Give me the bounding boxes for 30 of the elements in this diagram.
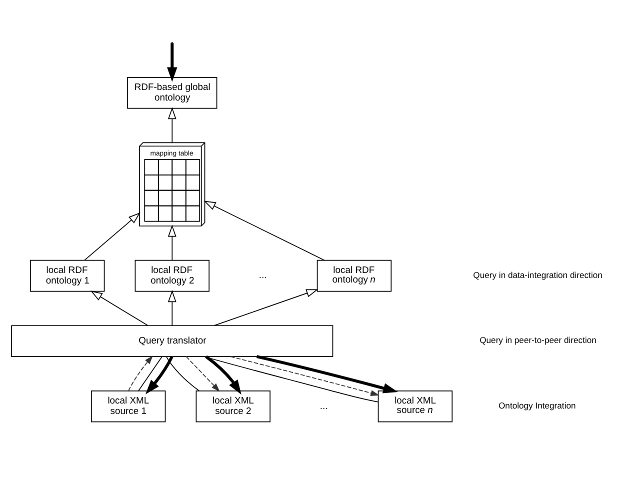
node-box: local RDF ontology 2 (134, 259, 210, 292)
arrow (168, 290, 176, 326)
node-box: RDF-based global ontology (127, 76, 218, 108)
node-box: local XML source 2 (196, 390, 270, 422)
node-box: local XML source n (378, 390, 453, 422)
label: ... (320, 400, 328, 412)
arrow (90, 290, 148, 326)
arrow (256, 354, 398, 393)
arrow (146, 355, 174, 394)
node-box: local RDF ontology n (316, 259, 392, 292)
arrow (186, 356, 220, 392)
connector (204, 356, 378, 402)
connector (138, 356, 162, 391)
legend-label: Query in peer-to-peer direction (480, 334, 596, 345)
connector (166, 356, 200, 391)
arrow (168, 224, 176, 260)
node-box: local RDF ontology 1 (30, 259, 105, 292)
arrow (204, 200, 325, 260)
arrow (168, 106, 176, 142)
node-box: Query translator (11, 324, 334, 356)
legend-label: Ontology Integration (498, 400, 576, 410)
arrow (214, 288, 318, 326)
arrow (84, 212, 140, 260)
arrow (128, 355, 153, 391)
label: ... (258, 270, 267, 281)
arrow (167, 42, 178, 82)
arrow (230, 356, 380, 396)
arrow (205, 354, 242, 394)
node-box: local XML source 1 (90, 390, 166, 422)
legend-label: Query in data-integration direction (473, 269, 602, 280)
